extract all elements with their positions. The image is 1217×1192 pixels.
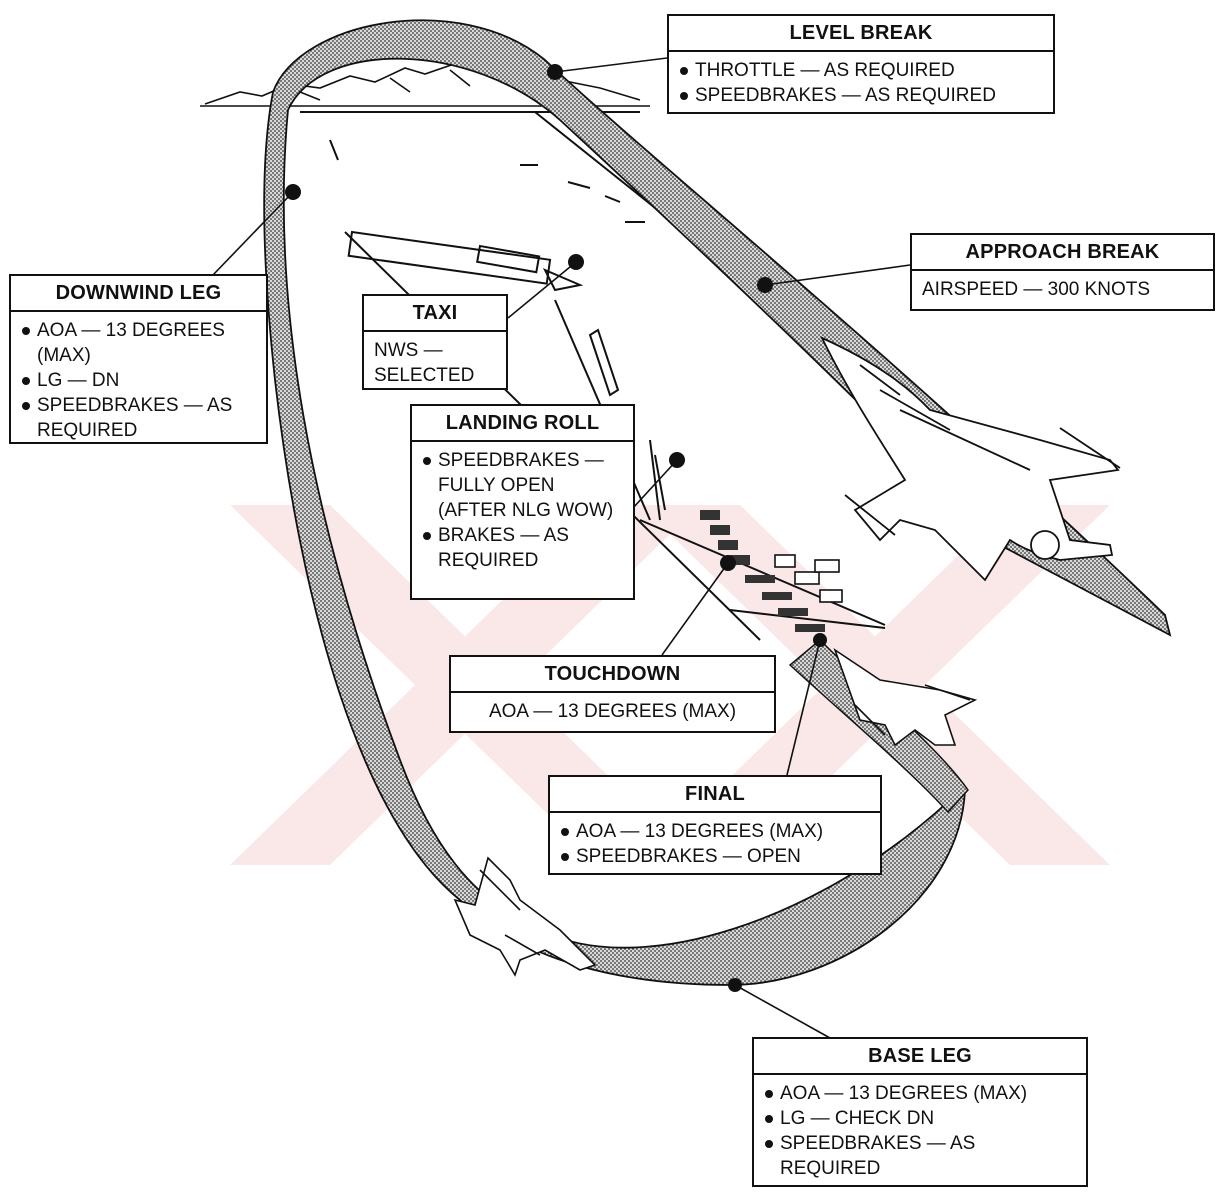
approach-break-text: AIRSPEED — 300 KNOTS <box>912 271 1213 308</box>
downwind-leg-title: DOWNWIND LEG <box>11 276 266 312</box>
downwind-leg-callout: DOWNWIND LEG AOA — 13 DEGREES (MAX) LG —… <box>9 274 268 444</box>
landing-roll-item: SPEEDBRAKES — FULLY OPEN (AFTER NLG WOW) <box>422 448 623 523</box>
level-break-item: SPEEDBRAKES — AS REQUIRED <box>679 83 1043 108</box>
downwind-leg-items: AOA — 13 DEGREES (MAX) LG — DN SPEEDBRAK… <box>11 312 266 449</box>
aircraft-approach <box>822 338 1120 580</box>
touchdown-text: AOA — 13 DEGREES (MAX) <box>451 693 774 730</box>
touchdown-title: TOUCHDOWN <box>451 657 774 693</box>
final-item: AOA — 13 DEGREES (MAX) <box>560 819 870 844</box>
level-break-callout: LEVEL BREAK THROTTLE — AS REQUIRED SPEED… <box>667 14 1055 114</box>
base-leg-item: AOA — 13 DEGREES (MAX) <box>764 1081 1076 1106</box>
base-leg-item: LG — CHECK DN <box>764 1106 1076 1131</box>
downwind-leg-item: SPEEDBRAKES — AS REQUIRED <box>21 393 256 443</box>
level-break-items: THROTTLE — AS REQUIRED SPEEDBRAKES — AS … <box>669 52 1053 114</box>
approach-break-title: APPROACH BREAK <box>912 235 1213 271</box>
touchdown-callout: TOUCHDOWN AOA — 13 DEGREES (MAX) <box>449 655 776 733</box>
final-items: AOA — 13 DEGREES (MAX) SPEEDBRAKES — OPE… <box>550 813 880 875</box>
landing-roll-item: BRAKES — AS REQUIRED <box>422 523 623 573</box>
approach-break-callout: APPROACH BREAK AIRSPEED — 300 KNOTS <box>910 233 1215 311</box>
base-leg-item: SPEEDBRAKES — AS REQUIRED <box>764 1131 1076 1181</box>
base-leg-items: AOA — 13 DEGREES (MAX) LG — CHECK DN SPE… <box>754 1075 1086 1187</box>
base-leg-callout: BASE LEG AOA — 13 DEGREES (MAX) LG — CHE… <box>752 1037 1088 1187</box>
level-break-title: LEVEL BREAK <box>669 16 1053 52</box>
final-item: SPEEDBRAKES — OPEN <box>560 844 870 869</box>
base-leg-title: BASE LEG <box>754 1039 1086 1075</box>
level-break-item: THROTTLE — AS REQUIRED <box>679 58 1043 83</box>
landing-roll-title: LANDING ROLL <box>412 406 633 442</box>
downwind-leg-item: LG — DN <box>21 368 256 393</box>
taxi-title: TAXI <box>364 296 506 332</box>
taxi-text: NWS — SELECTED <box>364 332 506 394</box>
taxi-callout: TAXI NWS — SELECTED <box>362 294 508 390</box>
landing-roll-items: SPEEDBRAKES — FULLY OPEN (AFTER NLG WOW)… <box>412 442 633 579</box>
aircraft-base <box>455 858 595 975</box>
final-callout: FINAL AOA — 13 DEGREES (MAX) SPEEDBRAKES… <box>548 775 882 875</box>
landing-roll-callout: LANDING ROLL SPEEDBRAKES — FULLY OPEN (A… <box>410 404 635 600</box>
downwind-leg-item: AOA — 13 DEGREES (MAX) <box>21 318 256 368</box>
final-title: FINAL <box>550 777 880 813</box>
